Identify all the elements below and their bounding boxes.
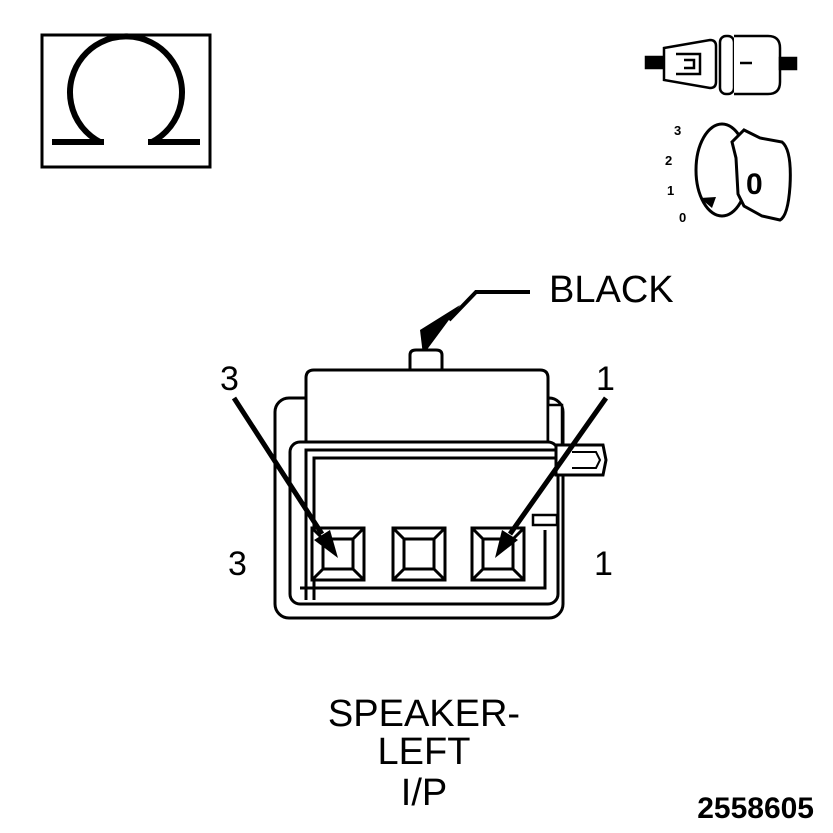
- caption-line-3: I/P: [401, 772, 447, 814]
- ignition-position-3: 3: [674, 123, 681, 138]
- figure-number: 2558605: [697, 792, 814, 825]
- ignition-key-off-icon: 3 2 1 0 0: [665, 122, 792, 225]
- pin-label-1: 1: [594, 545, 613, 583]
- connector-color-label: BLACK: [549, 269, 674, 311]
- terminal-pin-2: [391, 526, 447, 582]
- caption-line-2: LEFT: [378, 731, 471, 773]
- ignition-position-1: 1: [667, 183, 674, 198]
- ignition-position-2: 2: [665, 153, 672, 168]
- connector-disconnected-icon: [644, 34, 798, 96]
- key-label: 0: [746, 168, 763, 201]
- terminal-pin-3: [310, 526, 366, 582]
- pin-callout-1: 1: [596, 360, 615, 398]
- pin-label-3: 3: [228, 545, 247, 583]
- ohm-symbol-icon: [40, 33, 212, 169]
- ignition-position-0: 0: [679, 210, 686, 225]
- caption-line-1: SPEAKER-: [328, 693, 520, 735]
- pin-callout-3: 3: [220, 360, 239, 398]
